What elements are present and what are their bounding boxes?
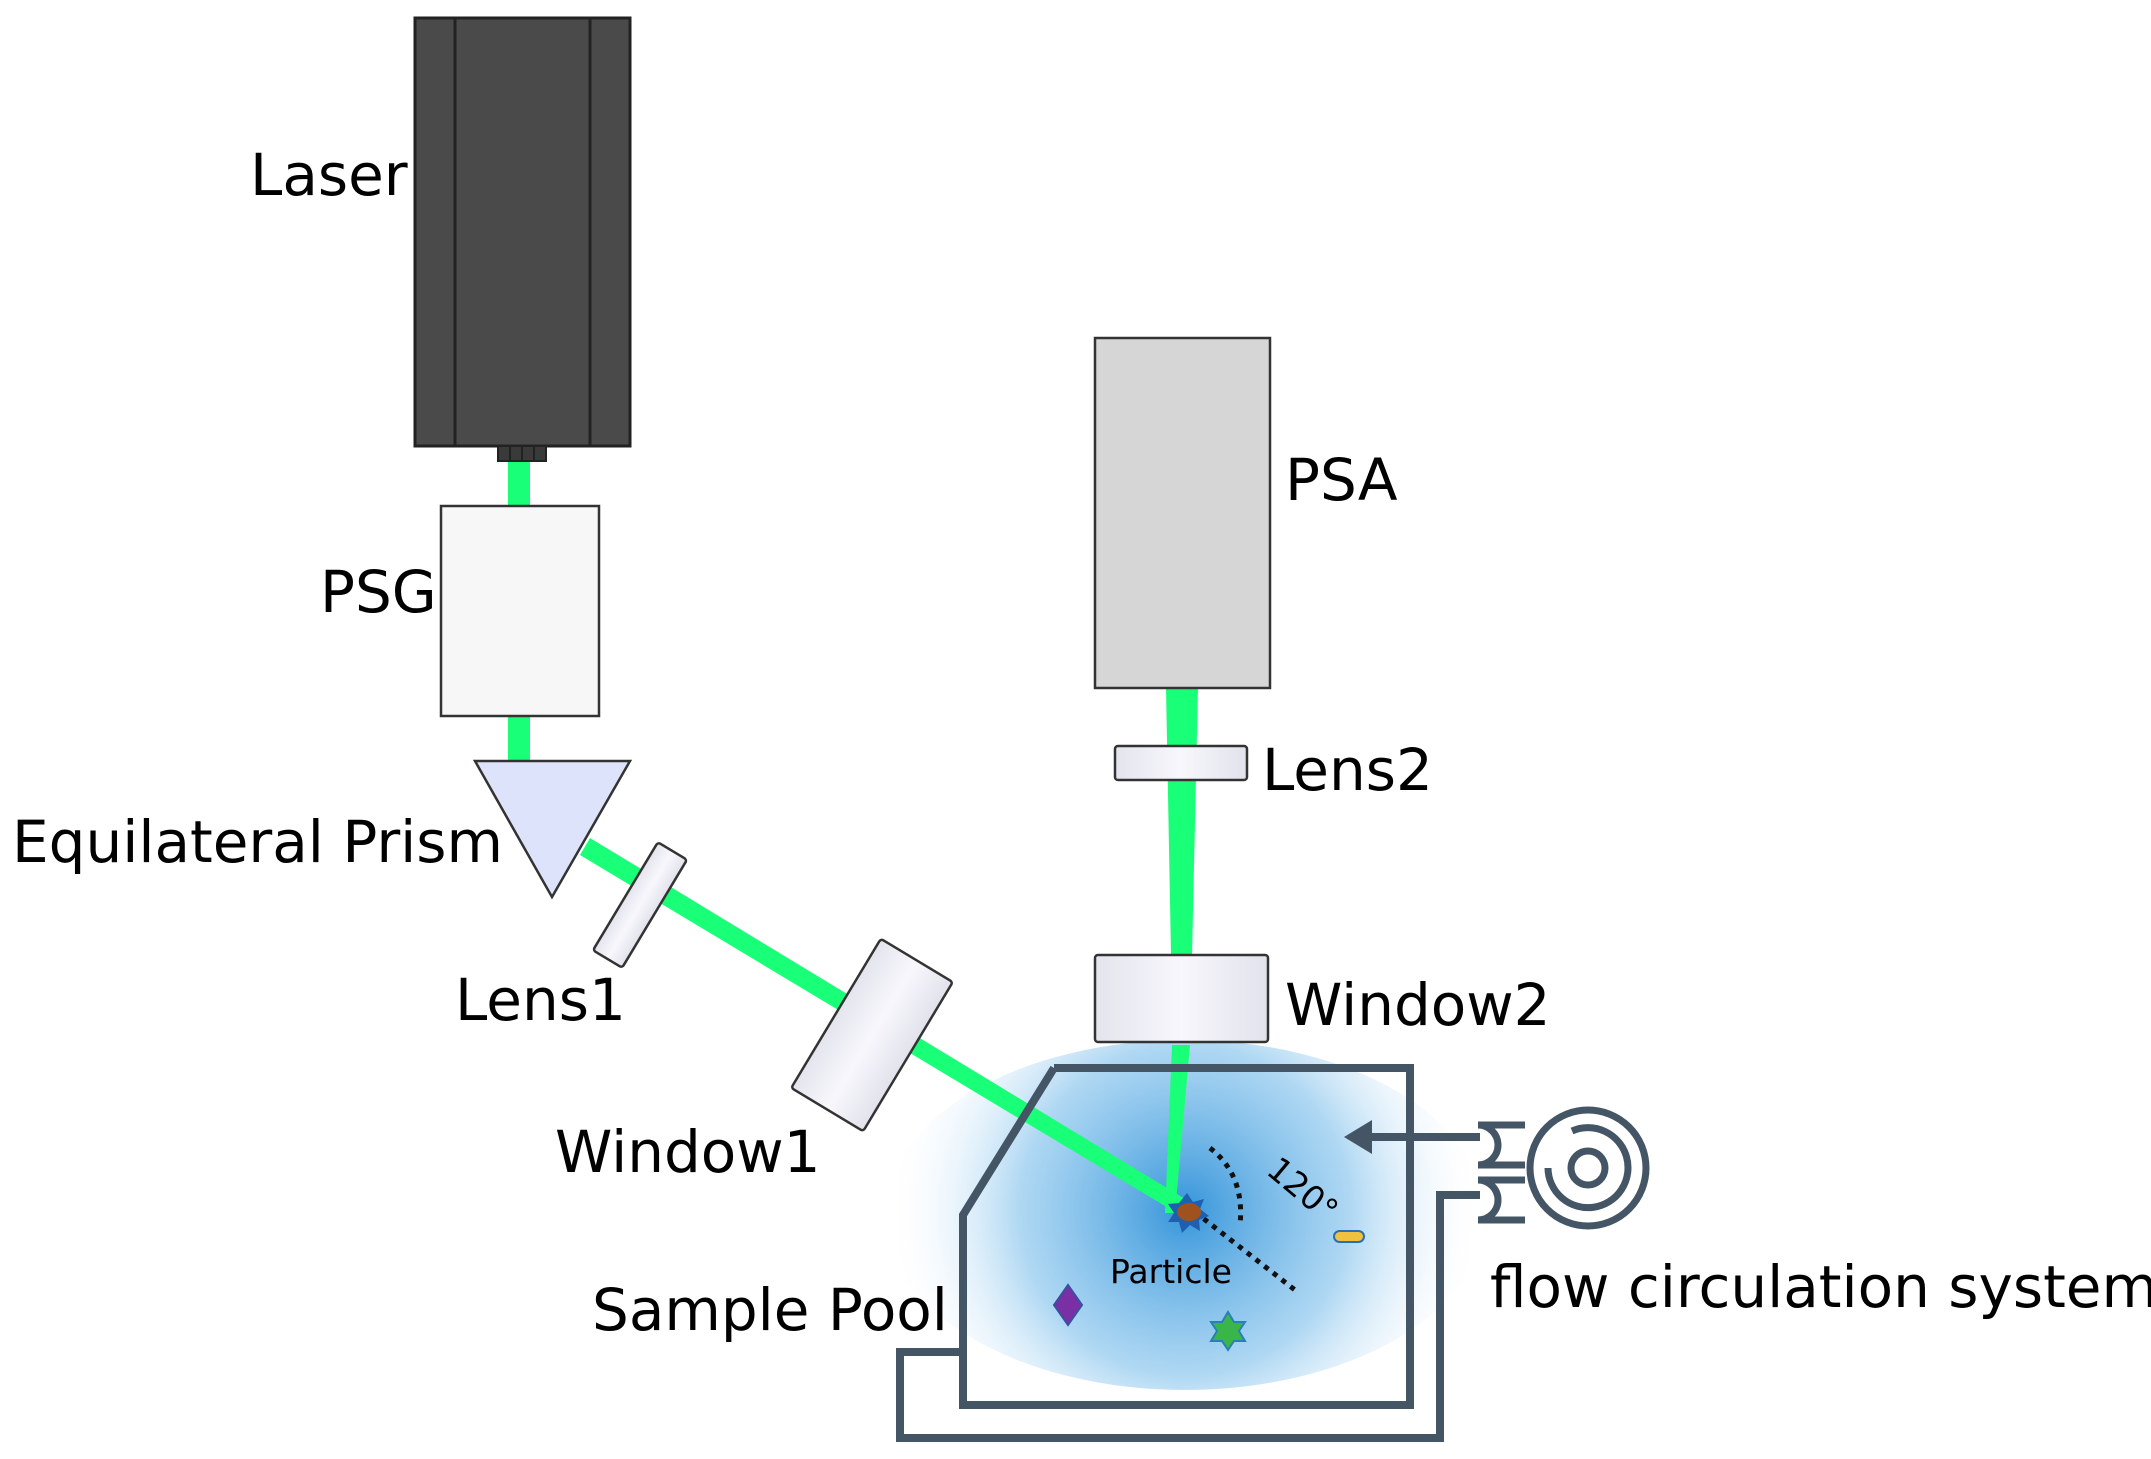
window1-label: Window1 [555,1118,821,1186]
psg-box [439,504,601,718]
window2 [1093,953,1270,1044]
lens1-label: Lens1 [455,966,626,1034]
particle-icon [1168,1193,1209,1233]
particle-label: Particle [1110,1252,1232,1291]
lens1 [592,842,688,968]
lens2-label: Lens2 [1262,736,1433,804]
prism-label: Equilateral Prism [12,808,503,876]
lens2 [1113,744,1249,782]
sample-pool-label: Sample Pool [592,1276,948,1344]
laser-device [413,16,632,462]
psg-label: PSG [320,558,437,626]
psa-device [1093,336,1272,690]
window1 [791,938,953,1132]
psa-label: PSA [1285,446,1398,514]
window2-label: Window2 [1285,971,1551,1039]
flow-arrow-icon [1344,1120,1410,1154]
laser-label: Laser [250,141,408,209]
capsule-particle-icon [1333,1230,1365,1243]
star-particle-icon [1209,1310,1247,1352]
sample-pool-vessel [896,1064,1480,1442]
flow-pump [1477,1106,1650,1230]
equilateral-prism [472,759,633,900]
diamond-particle-icon [1052,1283,1084,1327]
flow-label: flow circulation system [1490,1253,2151,1321]
